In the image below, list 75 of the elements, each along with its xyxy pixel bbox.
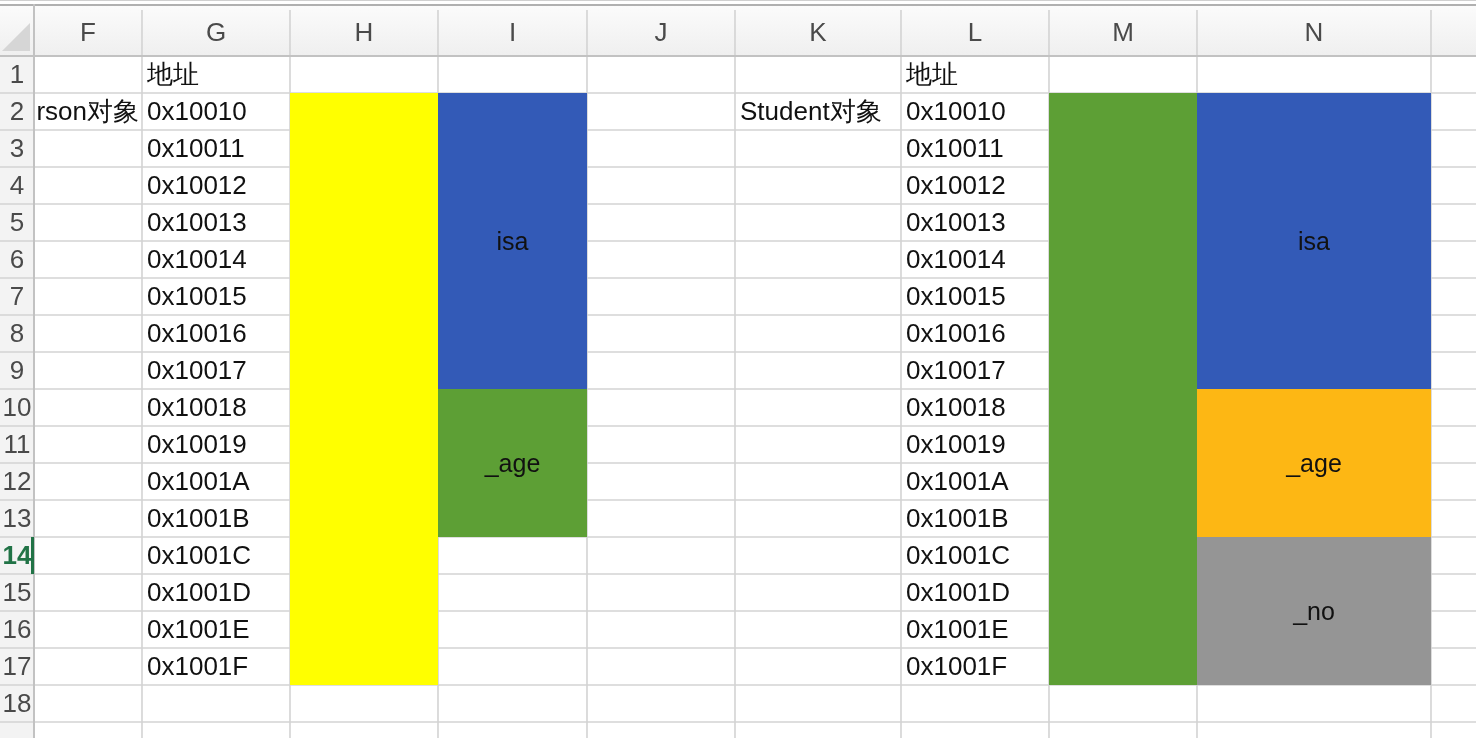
cell-text: 0x1001B bbox=[906, 503, 1009, 534]
row-number: 18 bbox=[2, 688, 32, 719]
field-name: _no bbox=[1293, 596, 1335, 626]
field-block bbox=[438, 389, 587, 537]
cell-text: 0x10016 bbox=[906, 318, 1006, 349]
cell-text: 0x10019 bbox=[147, 429, 247, 460]
cell-text: 地址 bbox=[906, 59, 958, 90]
cell-text: 0x10017 bbox=[147, 355, 247, 386]
row-number: 7 bbox=[9, 281, 25, 312]
row-number: 4 bbox=[9, 170, 25, 201]
object-bar bbox=[290, 93, 438, 685]
cell-text: rson对象 bbox=[36, 96, 139, 127]
cell-text: 0x1001A bbox=[147, 466, 250, 497]
cell-text: 0x10012 bbox=[147, 170, 247, 201]
cell-text: 0x10013 bbox=[906, 207, 1006, 238]
cell-text: 0x10011 bbox=[147, 133, 245, 164]
cell-text: 0x10017 bbox=[906, 355, 1006, 386]
cell-text: 0x1001D bbox=[906, 577, 1011, 608]
object-bar bbox=[1049, 93, 1197, 685]
cell-text: 0x1001C bbox=[147, 540, 252, 571]
cell-text: Student对象 bbox=[740, 96, 882, 127]
row-number: 14 bbox=[2, 540, 32, 571]
column-letter: G bbox=[205, 18, 227, 48]
field-block bbox=[1197, 389, 1431, 537]
cell-text: 0x10018 bbox=[147, 392, 247, 423]
cell-text: 0x1001D bbox=[147, 577, 252, 608]
row-number: 6 bbox=[9, 244, 25, 275]
cell-text: 0x10019 bbox=[906, 429, 1006, 460]
cell-text: 0x10018 bbox=[906, 392, 1006, 423]
column-letter: N bbox=[1304, 18, 1324, 48]
cell-text: 0x10015 bbox=[906, 281, 1006, 312]
cell-text: 0x1001E bbox=[906, 614, 1009, 645]
column-letter: H bbox=[354, 18, 374, 48]
field-name: _age bbox=[484, 448, 541, 478]
row-number: 10 bbox=[2, 392, 32, 423]
row-number: 13 bbox=[2, 503, 32, 534]
field-name: isa bbox=[496, 226, 529, 256]
cell-text: 0x10016 bbox=[147, 318, 247, 349]
field-name: _age bbox=[1286, 448, 1342, 478]
cell-text: 地址 bbox=[147, 59, 199, 90]
row-number: 15 bbox=[2, 577, 32, 608]
field-name: isa bbox=[1298, 226, 1330, 256]
row-number: 17 bbox=[2, 651, 32, 682]
cell-text: 0x10011 bbox=[906, 133, 1004, 164]
row-number: 2 bbox=[9, 96, 25, 127]
field-block bbox=[438, 93, 587, 389]
column-letter: I bbox=[508, 18, 517, 48]
cell-text: 0x10010 bbox=[147, 96, 247, 127]
cell-text: 0x1001C bbox=[906, 540, 1011, 571]
cell-text: 0x10015 bbox=[147, 281, 247, 312]
column-letter: K bbox=[809, 18, 827, 48]
row-number: 11 bbox=[3, 429, 31, 460]
cell-text: 0x10013 bbox=[147, 207, 247, 238]
row-number: 9 bbox=[9, 355, 25, 386]
row-number: 16 bbox=[2, 614, 32, 645]
cell-text: 0x1001B bbox=[147, 503, 250, 534]
row-number: 8 bbox=[9, 318, 25, 349]
row-number: 3 bbox=[9, 133, 25, 164]
field-block bbox=[1197, 537, 1431, 685]
row-number: 5 bbox=[9, 207, 25, 238]
column-letter: F bbox=[80, 18, 96, 48]
field-block bbox=[1197, 93, 1431, 389]
cell-text: 0x1001F bbox=[147, 651, 249, 682]
row-number: 12 bbox=[2, 466, 32, 497]
cell-text: 0x10010 bbox=[906, 96, 1006, 127]
cell-text: 0x1001F bbox=[906, 651, 1008, 682]
cell-text: 0x10012 bbox=[906, 170, 1006, 201]
cell-text: 0x1001A bbox=[906, 466, 1009, 497]
row-number: 1 bbox=[9, 59, 25, 90]
cell-text: 0x10014 bbox=[906, 244, 1006, 275]
column-letter: L bbox=[967, 18, 983, 48]
cell-text: 0x10014 bbox=[147, 244, 247, 275]
column-letter: M bbox=[1112, 18, 1134, 48]
column-letter: J bbox=[654, 18, 668, 48]
cell-text: 0x1001E bbox=[147, 614, 250, 645]
